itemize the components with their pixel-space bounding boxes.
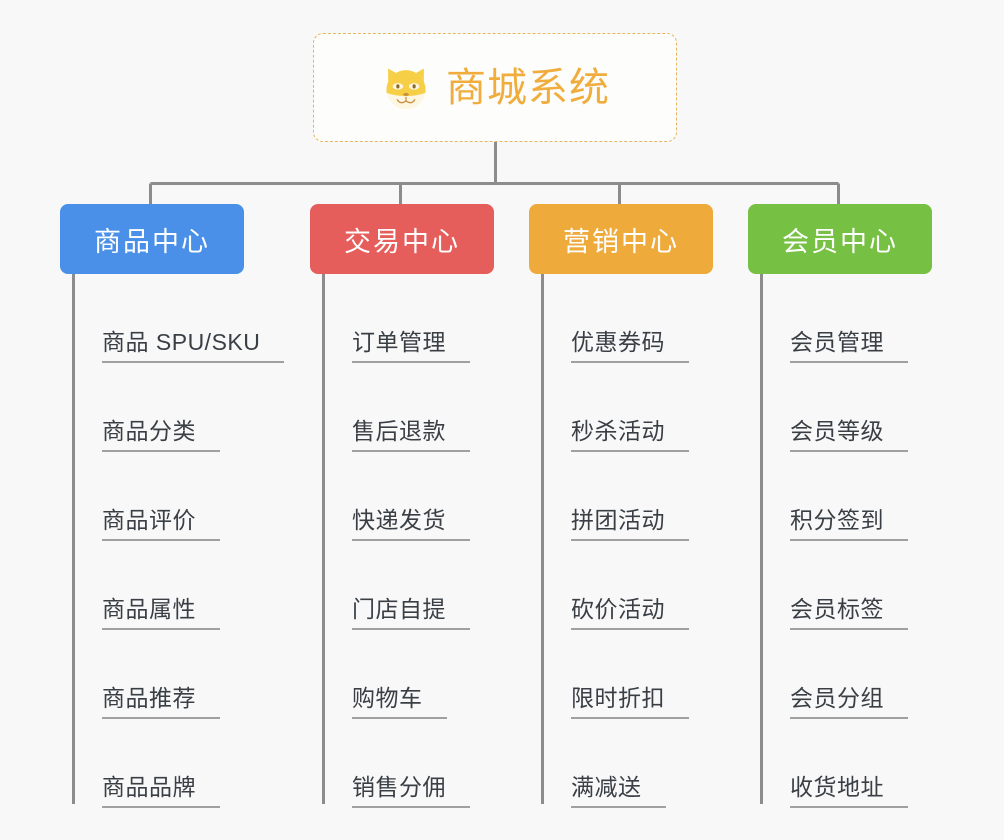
leaf-label: 商品评价	[102, 507, 220, 541]
list-item[interactable]: 砍价活动	[541, 541, 725, 630]
list-item[interactable]: 限时折扣	[541, 630, 725, 719]
branch-column-marketing-center: 营销中心 优惠券码 秒杀活动 拼团活动 砍价活动 限时折扣 满减送	[529, 204, 713, 808]
category-box-trade-center[interactable]: 交易中心	[310, 204, 494, 274]
leaf-label: 砍价活动	[571, 596, 689, 630]
list-item[interactable]: 商品推荐	[72, 630, 256, 719]
list-item[interactable]: 会员标签	[760, 541, 944, 630]
leaf-label: 商品推荐	[102, 685, 220, 719]
leaf-label: 门店自提	[352, 596, 470, 630]
list-item[interactable]: 满减送	[541, 719, 725, 808]
category-box-member-center[interactable]: 会员中心	[748, 204, 932, 274]
leaf-list-member-center: 会员管理 会员等级 积分签到 会员标签 会员分组 收货地址	[760, 274, 944, 808]
leaf-label: 积分签到	[790, 507, 908, 541]
list-item[interactable]: 商品 SPU/SKU	[72, 274, 285, 363]
list-item[interactable]: 收货地址	[760, 719, 944, 808]
leaf-label: 满减送	[571, 774, 666, 808]
list-item[interactable]: 商品品牌	[72, 719, 256, 808]
leaf-label: 优惠券码	[571, 329, 689, 363]
leaf-label: 会员分组	[790, 685, 908, 719]
list-item[interactable]: 售后退款	[322, 363, 506, 452]
branch-spine	[72, 274, 75, 804]
leaf-label: 收货地址	[790, 774, 908, 808]
leaf-list-trade-center: 订单管理 售后退款 快递发货 门店自提 购物车 销售分佣	[322, 274, 506, 808]
list-item[interactable]: 积分签到	[760, 452, 944, 541]
leaf-label: 商品属性	[102, 596, 220, 630]
list-item[interactable]: 订单管理	[322, 274, 506, 363]
leaf-label: 商品 SPU/SKU	[102, 329, 285, 363]
leaf-label: 会员管理	[790, 329, 908, 363]
category-box-product-center[interactable]: 商品中心	[60, 204, 244, 274]
leaf-label: 拼团活动	[571, 507, 689, 541]
list-item[interactable]: 商品评价	[72, 452, 256, 541]
root-title: 商城系统	[446, 65, 610, 110]
list-item[interactable]: 商品属性	[72, 541, 256, 630]
branch-column-member-center: 会员中心 会员管理 会员等级 积分签到 会员标签 会员分组 收货地址	[748, 204, 932, 808]
list-item[interactable]: 会员管理	[760, 274, 944, 363]
list-item[interactable]: 销售分佣	[322, 719, 506, 808]
leaf-label: 订单管理	[352, 329, 470, 363]
leaf-label: 售后退款	[352, 418, 470, 452]
leaf-label: 销售分佣	[352, 774, 470, 808]
root-node-mall-system[interactable]: 商城系统	[313, 33, 677, 142]
leaf-label: 限时折扣	[571, 685, 689, 719]
leaf-label: 会员等级	[790, 418, 908, 452]
dog-face-icon	[386, 68, 426, 109]
branch-spine	[322, 274, 325, 804]
leaf-list-marketing-center: 优惠券码 秒杀活动 拼团活动 砍价活动 限时折扣 满减送	[541, 274, 725, 808]
list-item[interactable]: 门店自提	[322, 541, 506, 630]
leaf-label: 购物车	[352, 685, 447, 719]
leaf-list-product-center: 商品 SPU/SKU 商品分类 商品评价 商品属性 商品推荐 商品品牌	[72, 274, 285, 808]
list-item[interactable]: 购物车	[322, 630, 506, 719]
list-item[interactable]: 快递发货	[322, 452, 506, 541]
branch-column-trade-center: 交易中心 订单管理 售后退款 快递发货 门店自提 购物车 销售分佣	[310, 204, 494, 808]
list-item[interactable]: 会员等级	[760, 363, 944, 452]
list-item[interactable]: 商品分类	[72, 363, 256, 452]
branch-spine	[541, 274, 544, 804]
leaf-label: 商品品牌	[102, 774, 220, 808]
branch-spine	[760, 274, 763, 804]
leaf-label: 商品分类	[102, 418, 220, 452]
list-item[interactable]: 会员分组	[760, 630, 944, 719]
category-box-marketing-center[interactable]: 营销中心	[529, 204, 713, 274]
leaf-label: 会员标签	[790, 596, 908, 630]
list-item[interactable]: 优惠券码	[541, 274, 725, 363]
branch-column-product-center: 商品中心 商品 SPU/SKU 商品分类 商品评价 商品属性 商品推荐 商品品牌	[60, 204, 285, 808]
list-item[interactable]: 拼团活动	[541, 452, 725, 541]
leaf-label: 快递发货	[352, 507, 470, 541]
leaf-label: 秒杀活动	[571, 418, 689, 452]
list-item[interactable]: 秒杀活动	[541, 363, 725, 452]
